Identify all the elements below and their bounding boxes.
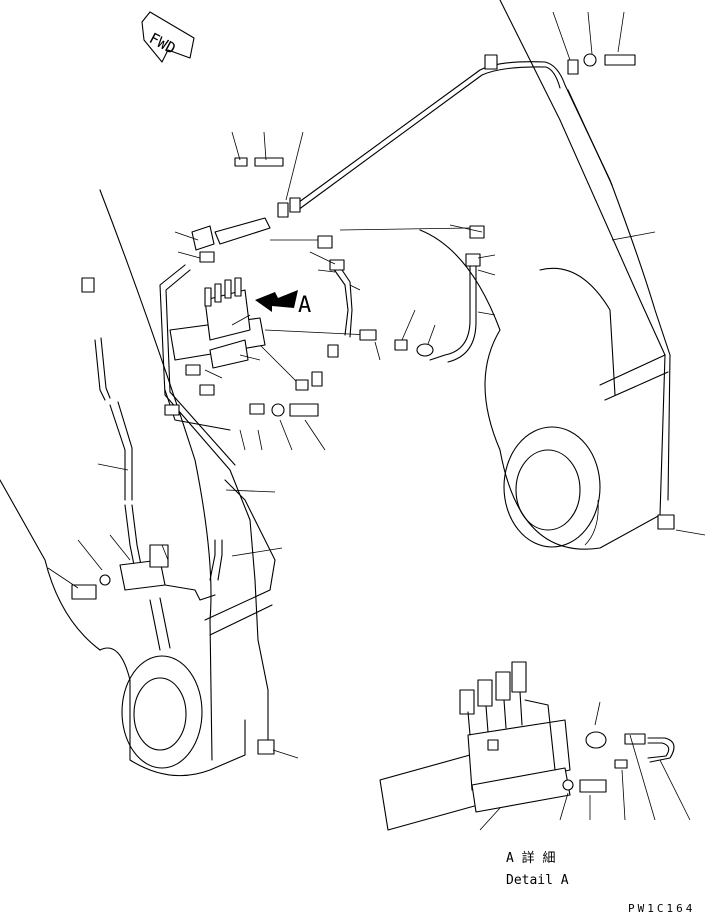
- upper-block: [191, 157, 333, 263]
- detail-a-title-en: Detail A: [506, 873, 569, 888]
- distribution-valve: [169, 277, 266, 369]
- detail-a-title-jp: A 詳 細: [506, 850, 555, 866]
- view-arrow-a: A: [255, 290, 311, 318]
- detail-a-assembly: A 詳 細 Detail A: [379, 661, 691, 888]
- lower-left-hose: [71, 337, 223, 651]
- grease-hose-center: [329, 259, 353, 338]
- fwd-arrow: FWD: [141, 11, 195, 63]
- grease-pipe-left: [159, 264, 269, 741]
- view-marker-label: A: [298, 293, 311, 318]
- fittings: [81, 53, 675, 755]
- connecting-lines: [259, 227, 471, 386]
- grease-hose-right: [429, 253, 481, 363]
- right-boom-arm: [419, 0, 669, 550]
- leader-lines: [47, 11, 706, 759]
- grease-pipe-main: [294, 61, 671, 501]
- left-boom-arm: [0, 189, 276, 777]
- drawing-number: PW1C164: [628, 902, 695, 915]
